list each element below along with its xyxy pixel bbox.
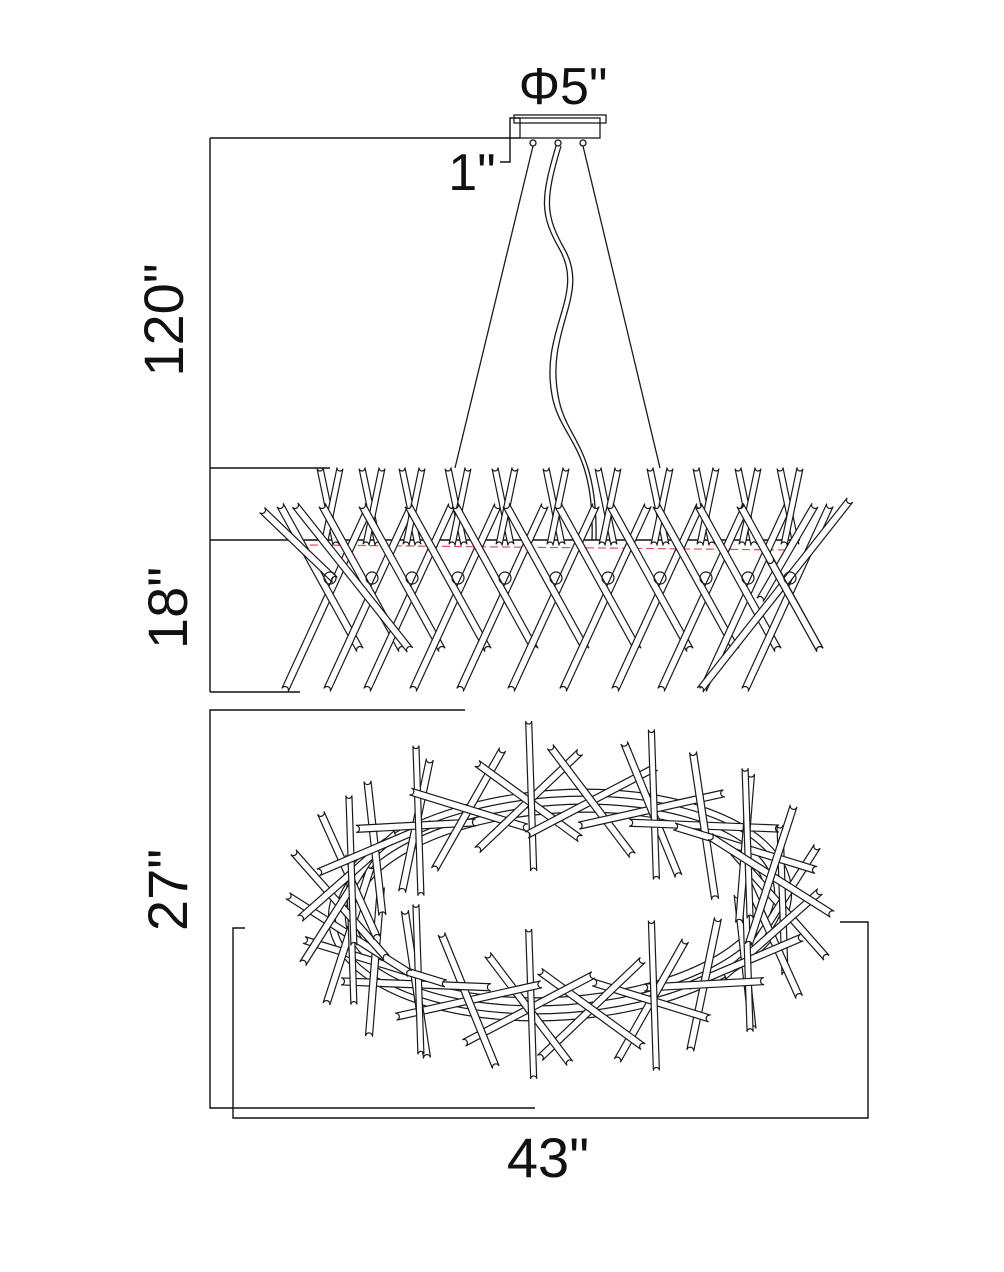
suspension-cables — [454, 145, 661, 541]
side-hub — [365, 571, 379, 585]
side-hub — [498, 571, 512, 585]
side-hub — [741, 571, 755, 585]
canopy-height-label: 1" — [448, 144, 495, 202]
side-rod — [606, 503, 694, 652]
power-cord-inner — [548, 145, 597, 541]
top-rod — [546, 744, 636, 859]
cable-right — [582, 145, 661, 469]
top-rod — [643, 977, 765, 992]
side-hub — [405, 571, 419, 585]
fixture-centerline-red — [309, 544, 791, 551]
top-rod — [525, 928, 538, 1080]
canopy-diameter-label: Φ5" — [519, 58, 608, 116]
overall-height-dimension — [209, 137, 520, 693]
depth-bracket — [209, 709, 535, 1109]
side-rod — [402, 467, 426, 546]
side-rod — [650, 467, 674, 546]
top-view-fixture — [285, 720, 835, 1080]
canopy-top — [513, 114, 607, 124]
side-view-fixture — [259, 467, 854, 693]
canopy-hook-right — [579, 139, 587, 147]
side-rod — [291, 502, 414, 653]
top-view-rods — [285, 720, 835, 1080]
top-rod — [412, 745, 425, 896]
side-hub — [653, 571, 667, 585]
side-rod — [495, 467, 519, 546]
side-rod — [259, 507, 338, 583]
side-hub — [451, 571, 465, 585]
side-rod — [696, 467, 720, 546]
top-rod — [647, 920, 660, 1071]
side-hub — [549, 571, 563, 585]
power-cord — [543, 145, 593, 541]
canopy-plate — [519, 117, 601, 139]
depth-label: 27" — [136, 849, 199, 931]
canopy-hook-center — [554, 139, 562, 147]
side-rod — [362, 467, 386, 546]
side-rod — [554, 503, 642, 652]
top-rod — [688, 751, 720, 900]
side-hub — [783, 571, 797, 585]
width-label: 43" — [507, 1126, 589, 1189]
side-hub — [601, 571, 615, 585]
cable-left — [454, 145, 534, 469]
side-rod — [598, 467, 622, 546]
side-rod — [546, 467, 570, 546]
top-rod — [345, 795, 358, 946]
canopy-height-bracket — [500, 117, 520, 163]
top-view-dimension-frame — [209, 709, 869, 1119]
side-hub — [323, 571, 337, 585]
side-rod — [766, 558, 824, 652]
top-rod — [744, 804, 798, 947]
fixture-height-label: 18" — [136, 567, 199, 649]
canopy-height-dimension — [500, 117, 520, 163]
top-rod — [437, 932, 500, 1069]
canopy — [513, 114, 607, 147]
overall-height-label: 120" — [132, 263, 195, 376]
width-bracket — [232, 921, 869, 1119]
side-rod — [738, 467, 762, 546]
top-ring — [344, 803, 776, 1007]
side-hub — [699, 571, 713, 585]
canopy-hook-left — [529, 139, 537, 147]
